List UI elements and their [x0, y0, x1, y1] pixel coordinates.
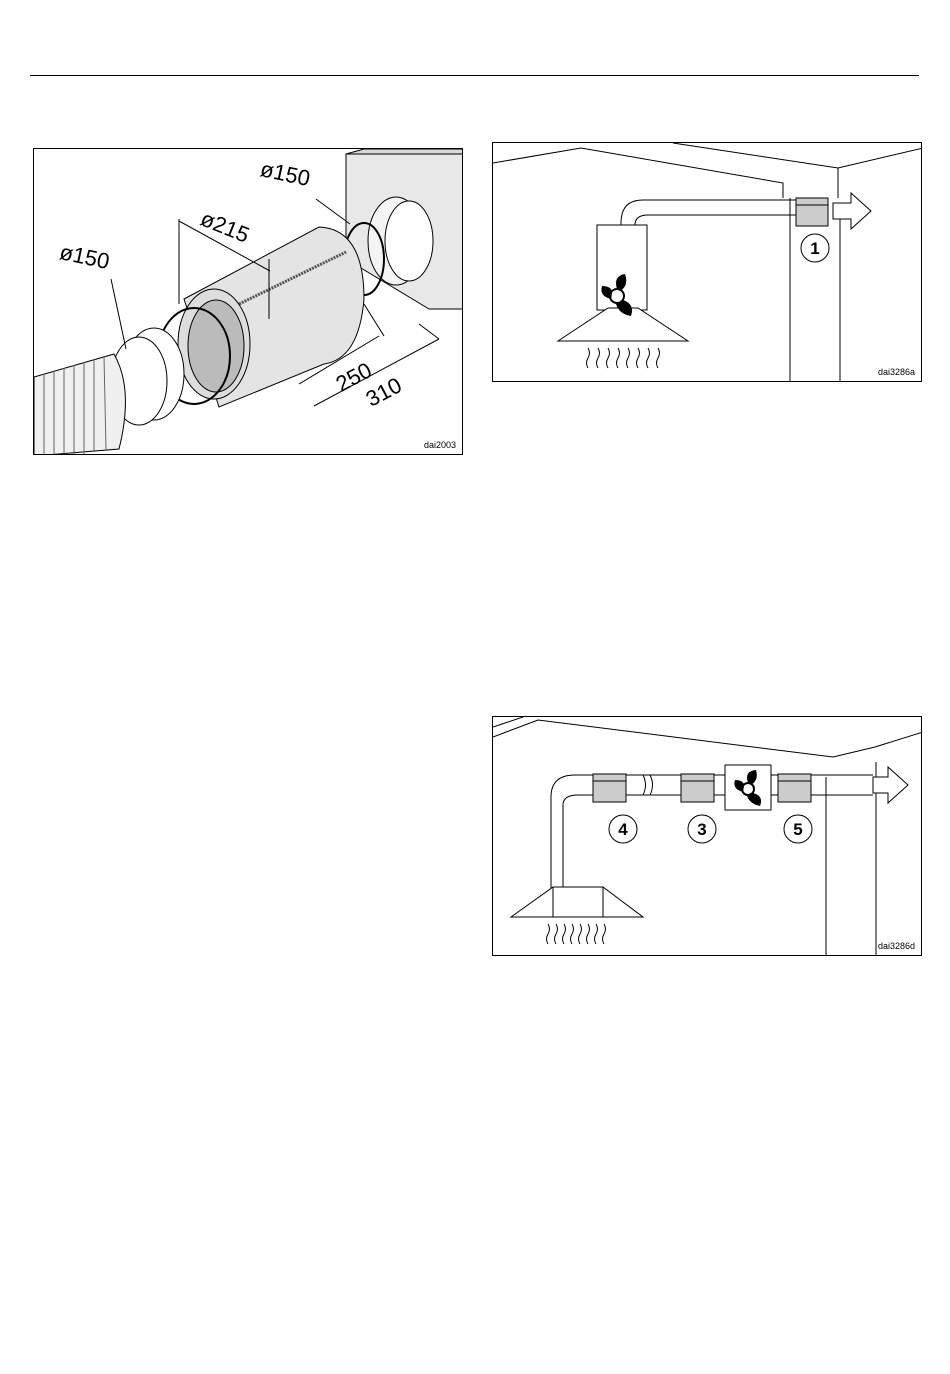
exhaust-direct-drawing: 1 — [493, 143, 922, 382]
figure-code: dai2003 — [424, 440, 456, 450]
filter-assembly-drawing: ø150 ø150 ø215 250 310 — [34, 149, 463, 455]
silencer-unit — [593, 774, 626, 802]
callout-5: 5 — [793, 820, 802, 839]
header-rule — [30, 75, 919, 76]
silencer-unit — [796, 198, 828, 226]
callout-1: 1 — [810, 239, 819, 258]
vapour-lines — [547, 924, 606, 944]
vapour-lines — [587, 348, 660, 368]
callout-3: 3 — [697, 820, 706, 839]
exhaust-arrow — [833, 193, 871, 229]
dim-body-diameter: ø215 — [197, 206, 253, 248]
figure-code: dai3286a — [878, 367, 915, 377]
silencer-unit — [778, 774, 811, 802]
figure-exhaust-inline: 4 3 5 dai3286d — [492, 716, 922, 956]
flexible-hose — [34, 354, 125, 455]
silencer-unit — [681, 774, 714, 802]
figure-code: dai3286d — [878, 941, 915, 951]
exhaust-inline-drawing: 4 3 5 — [493, 717, 922, 956]
figure-filter-assembly: ø150 ø150 ø215 250 310 dai2003 — [33, 148, 463, 455]
dim-right-diameter: ø150 — [258, 156, 312, 191]
exhaust-arrow — [873, 767, 908, 803]
dim-left-diameter: ø150 — [57, 239, 111, 274]
callout-4: 4 — [618, 820, 628, 839]
figure-exhaust-direct: 1 dai3286a — [492, 142, 922, 382]
